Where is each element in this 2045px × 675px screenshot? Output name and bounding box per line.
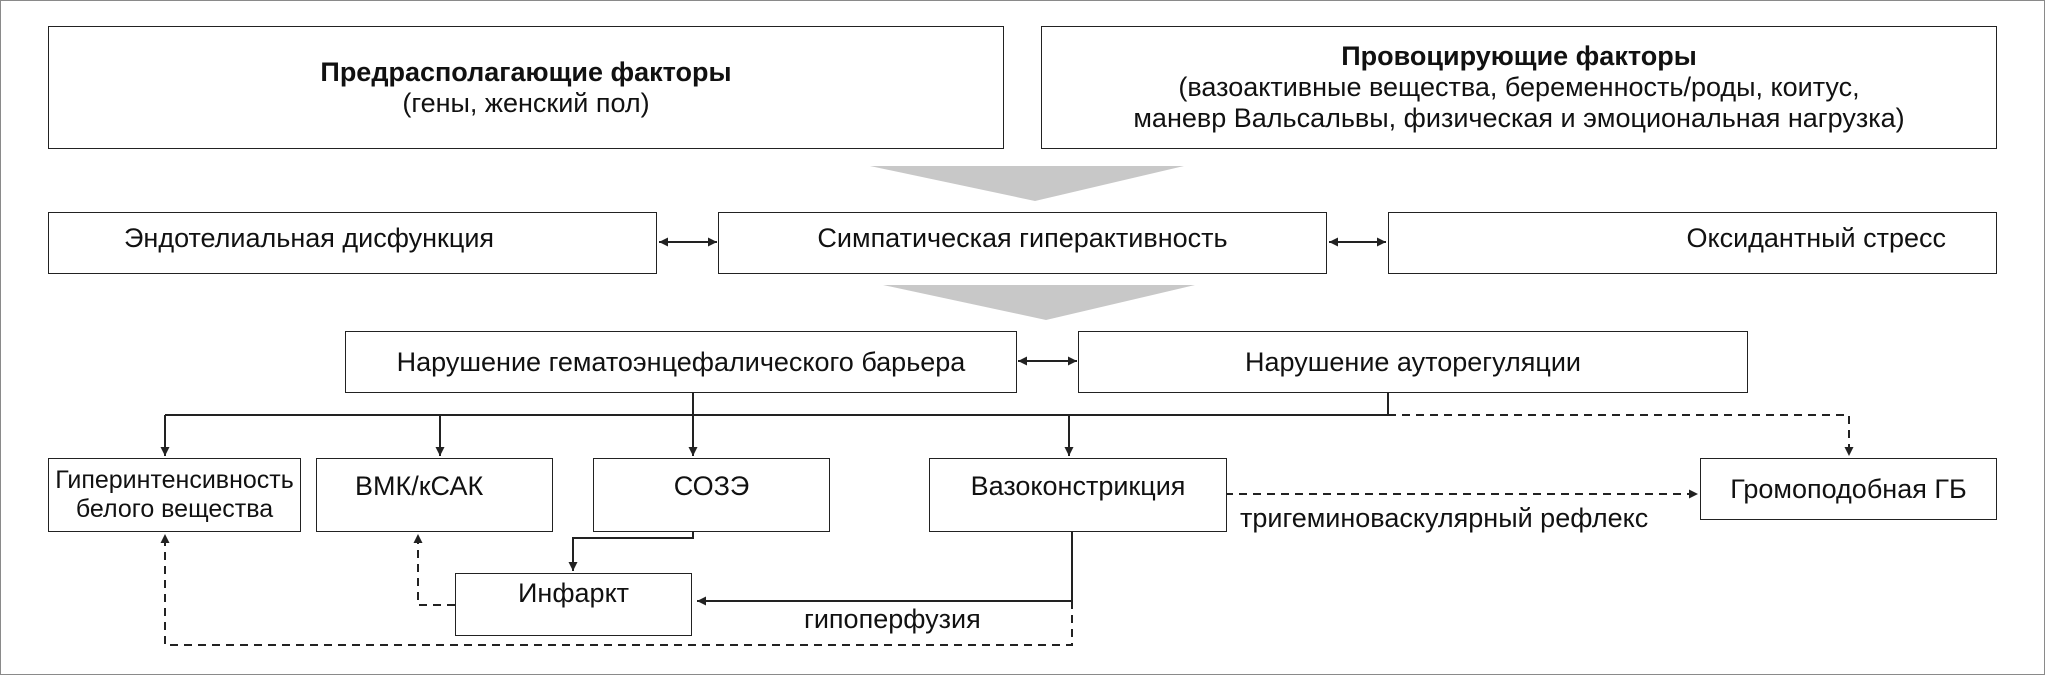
flow-wedge-1 [870,166,1184,201]
ich-sah-box: ВМК/кСАК [316,458,553,532]
autoregulation-to-thunderclap-dashed-arrow [1388,414,1854,456]
hypoperfusion-arrow [697,531,1073,606]
provoking-factors-box: Провоцирующие факторы (вазоактивные веще… [1041,26,1997,149]
bbb-disruption-box: Нарушение гематоэнцефалического барьера [345,331,1017,393]
wmh-label-line1: Гиперинтенсивность [55,466,294,494]
white-matter-hyperintensity-box: Гиперинтенсивность белого вещества [48,458,301,532]
thunderclap-label: Громоподобная ГБ [1730,473,1967,504]
endothelial-label: Эндотелиальная дисфункция [124,222,495,253]
provoking-title: Провоцирующие факторы [1341,41,1697,71]
predisposing-factors-box: Предрасполагающие факторы (гены, женский… [48,26,1004,149]
thunderclap-headache-box: Громоподобная ГБ [1700,458,1997,520]
autoregulation-label: Нарушение ауторегуляции [1245,346,1581,377]
provoking-detail-line2: маневр Вальсальвы, физическая и эмоциона… [1133,103,1905,133]
provoking-detail-line1: (вазоактивные вещества, беременность/род… [1178,72,1860,102]
sympathetic-hyperactivity-box: Симпатическая гиперактивность [718,212,1327,274]
ich-label: ВМК/кСАК [355,471,484,501]
hypoperfusion-label: гипоперфузия [804,604,981,634]
infarct-to-ich-dashed-arrow [413,534,455,606]
vasoconstriction-label: Вазоконстрикция [970,471,1186,501]
pres-box: СОЗЭ [593,458,830,532]
infarct-box: Инфаркт [455,573,692,636]
bbb-label: Нарушение гематоэнцефалического барьера [396,346,966,377]
hypoperfusion-to-wmh-dashed-arrow [160,534,1073,646]
oxidative-stress-box: Оксидантный стресс [1388,212,1997,274]
wmh-label-line2: белого вещества [75,495,274,523]
sympathetic-label: Симпатическая гиперактивность [817,222,1228,253]
predisposing-title: Предрасполагающие факторы [320,56,732,87]
pres-to-infarct-arrow [568,531,694,571]
trigeminal-reflex-label: тригеминоваскулярный рефлекс [1240,503,1649,533]
vasoconstriction-box: Вазоконстрикция [929,458,1227,532]
autoregulation-disruption-box: Нарушение ауторегуляции [1078,331,1748,393]
oxidative-label: Оксидантный стресс [1686,222,1946,253]
flow-wedge-2 [883,285,1195,320]
endothelial-dysfunction-box: Эндотелиальная дисфункция [48,212,657,274]
pres-label: СОЗЭ [673,471,750,501]
predisposing-detail: (гены, женский пол) [402,87,650,118]
infarct-label: Инфаркт [518,578,630,608]
